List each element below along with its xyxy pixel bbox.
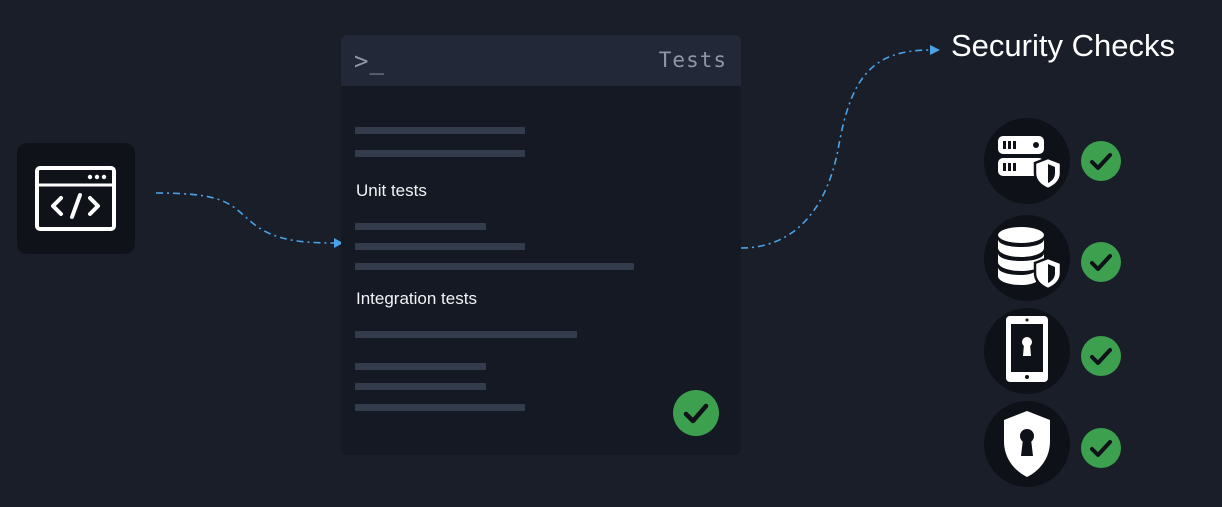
code-window-icon [35,166,116,231]
tests-passed-badge [673,390,719,436]
mobile-lock-icon [1006,316,1048,382]
security-check-database [1081,242,1121,282]
terminal-header: >_ Tests [341,35,741,86]
check-icon [1090,348,1112,365]
check-icon [683,403,709,424]
code-source-tile [17,143,135,254]
check-icon [1090,254,1112,271]
check-icon [1090,153,1112,170]
placeholder-line [355,263,634,270]
check-icon [1090,440,1112,457]
security-check-shield [1081,428,1121,468]
security-item-shield [984,401,1070,487]
code-to-tests-arrow [155,192,335,244]
shield-lock-icon [1004,411,1050,477]
tests-to-security-arrow [740,49,931,249]
code-to-tests-arrowhead [334,238,343,248]
security-check-server [1081,141,1121,181]
placeholder-line [355,223,486,230]
terminal-title: Tests [658,48,727,72]
security-item-mobile [984,308,1070,394]
section-label-unit-tests: Unit tests [356,181,427,200]
security-check-mobile [1081,336,1121,376]
server-shield-icon [998,136,1063,191]
security-checks-title: Security Checks [951,28,1175,63]
tests-to-security-arrowhead [930,45,940,55]
section-label-integration-tests: Integration tests [356,289,477,308]
database-shield-icon [998,227,1063,291]
placeholder-line [355,383,486,390]
placeholder-line [355,243,525,250]
placeholder-line [355,404,525,411]
placeholder-line [355,331,577,338]
security-item-server [984,118,1070,204]
terminal-prompt-icon: >_ [354,47,385,75]
placeholder-line [355,150,525,157]
security-item-database [984,215,1070,301]
tests-terminal-panel: >_ Tests Unit tests Integration tests [341,35,741,455]
placeholder-line [355,363,486,370]
placeholder-line [355,127,525,134]
